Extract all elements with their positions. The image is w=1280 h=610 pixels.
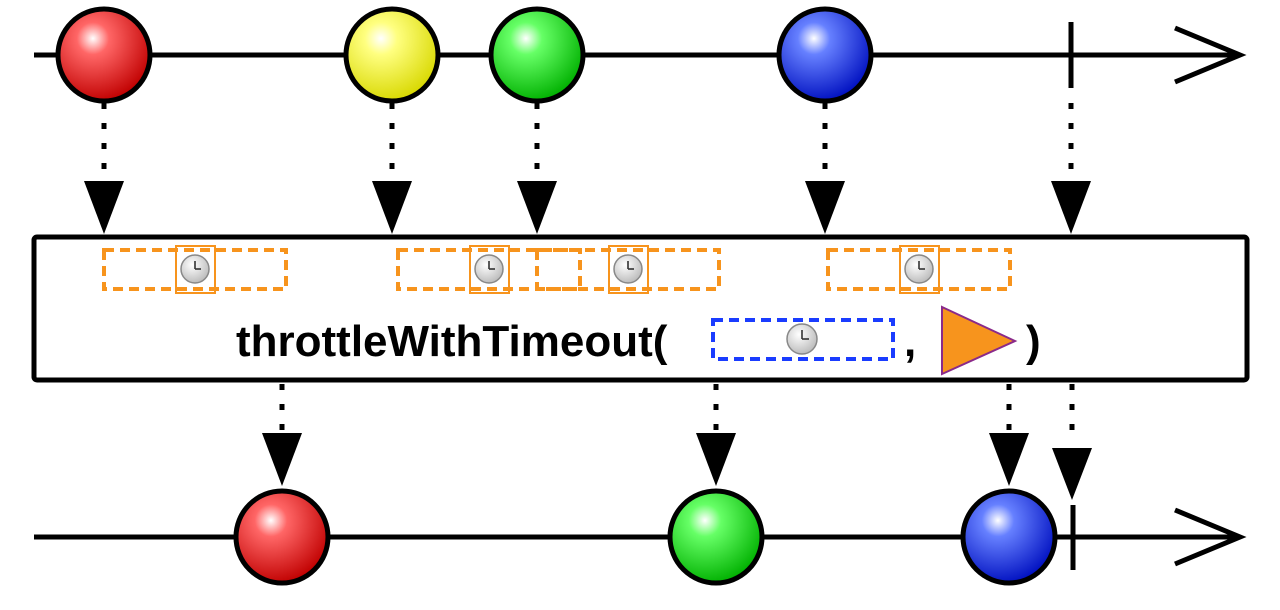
clock-icon [180,254,210,284]
timer-window [535,248,721,291]
clock-icon [474,254,504,284]
timer-windows [102,248,1012,291]
timer-window [826,248,1012,291]
output-timeline [34,505,1247,570]
input-arrowheads [84,181,1091,234]
marble-red [233,488,331,586]
output-marbles [233,488,1058,586]
operator-name: throttleWithTimeout( [236,317,668,366]
output-arrowheads [262,433,1092,500]
timer-clocks [180,254,934,284]
clock-icon [613,254,643,284]
timer-window [102,248,288,291]
marble-blue [776,6,874,104]
input-connectors [101,103,1074,178]
marble-blue [960,488,1058,586]
input-timeline [34,22,1247,88]
marble-green [667,488,765,586]
marble-green [488,6,586,104]
timeout-parameter-box [711,318,895,361]
play-triangle-icon [941,305,1018,376]
marble-yellow [343,6,441,104]
marble-red [55,6,153,104]
clock-icon [904,254,934,284]
parameter-separator: , [904,317,917,366]
clock-icon [786,323,818,355]
timer-window [396,248,582,291]
closing-paren: ) [1026,317,1041,366]
input-marbles [55,6,874,104]
timer-clock-frames [175,245,940,294]
output-connectors [279,384,1075,430]
